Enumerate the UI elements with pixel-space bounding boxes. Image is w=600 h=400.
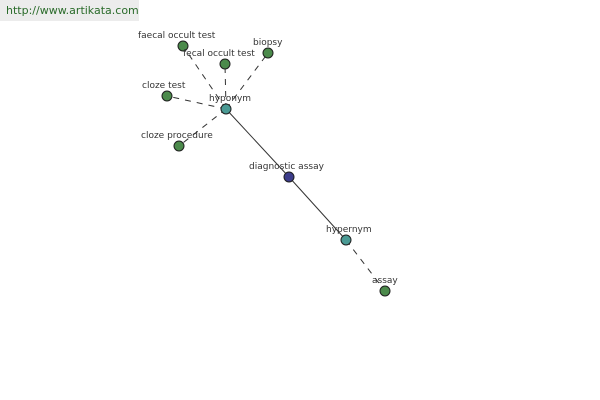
edge-hyponym-cloze_proc: [178, 108, 227, 147]
edge-hyponym-cloze_test: [166, 95, 227, 110]
edge-hypernym-assay: [345, 239, 386, 292]
edge-diag-hypernym: [288, 176, 347, 241]
node-label-cloze-test[interactable]: cloze test: [142, 81, 186, 91]
source-url-link[interactable]: http://www.artikata.com: [0, 0, 139, 21]
node-hyponym[interactable]: [220, 103, 232, 115]
node-label-faecal[interactable]: faecal occult test: [138, 31, 216, 41]
labels-layer: faecal occult test fecal occult testbiops…: [138, 31, 398, 286]
edge-hyponym-faecal: [182, 45, 227, 110]
node-label-cloze-proc[interactable]: cloze procedure: [141, 131, 213, 141]
node-fecal[interactable]: [219, 58, 231, 70]
node-faecal[interactable]: [177, 40, 189, 52]
edge-hyponym-fecal: [224, 63, 227, 110]
node-hypernym[interactable]: [340, 234, 352, 246]
node-label-diag[interactable]: diagnostic assay: [249, 162, 325, 172]
node-label-fecal[interactable]: fecal occult test: [183, 49, 255, 59]
edges-layer: [166, 45, 386, 292]
node-label-hyponym[interactable]: hyponym: [209, 94, 251, 104]
node-biopsy[interactable]: [262, 47, 274, 59]
edge-diag-hyponym: [225, 108, 290, 178]
node-label-biopsy[interactable]: biopsy: [253, 38, 283, 48]
node-cloze-test[interactable]: [161, 90, 173, 102]
node-assay[interactable]: [379, 285, 391, 297]
node-cloze-proc[interactable]: [173, 140, 185, 152]
node-label-assay[interactable]: assay: [372, 276, 398, 286]
nodes-layer: [161, 40, 391, 297]
node-diag[interactable]: [283, 171, 295, 183]
node-label-hypernym[interactable]: hypernym: [326, 225, 372, 235]
